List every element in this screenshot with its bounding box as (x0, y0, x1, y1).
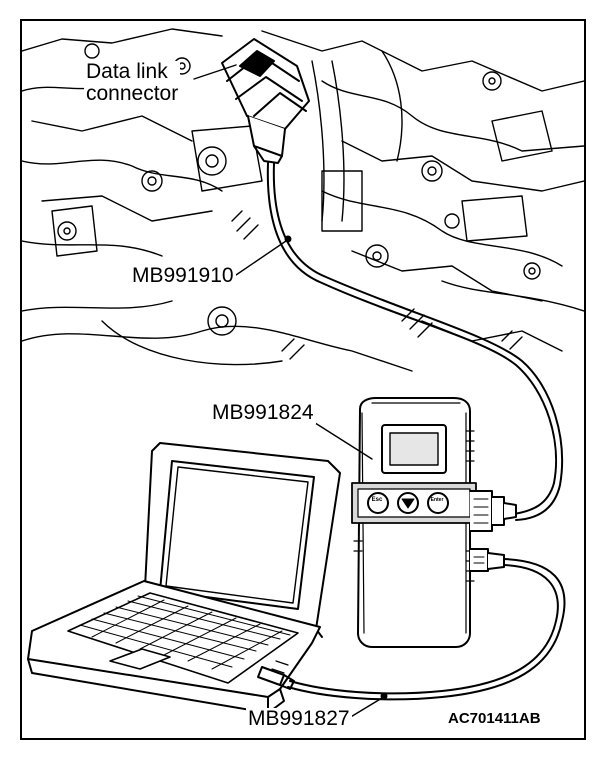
vci-usb-plug (469, 548, 505, 572)
vci-dsub-connector (469, 490, 517, 532)
cable-mb991827 (287, 558, 566, 701)
cable-mb991910 (266, 162, 564, 521)
label-data-link-connector: Data link connector (84, 60, 181, 106)
label-data-link-connector-line1: Data link (86, 60, 168, 83)
label-mb991824: MB991824 (210, 401, 316, 425)
laptop-usb-plug (257, 666, 295, 690)
laptop (27, 442, 341, 714)
data-link-connector (221, 38, 310, 164)
diagram-artwork (22, 28, 584, 722)
vci-device-mb991824 (351, 397, 477, 648)
label-data-link-connector-line2: connector (86, 82, 179, 106)
engine-bay-background (22, 28, 584, 372)
label-mb991910: MB991910 (130, 264, 236, 288)
label-mb991827: MB991827 (246, 707, 352, 731)
figure-code: AC701411AB (448, 710, 541, 727)
diagram-frame: Data link connector MB991910 MB991824 MB… (20, 19, 586, 740)
